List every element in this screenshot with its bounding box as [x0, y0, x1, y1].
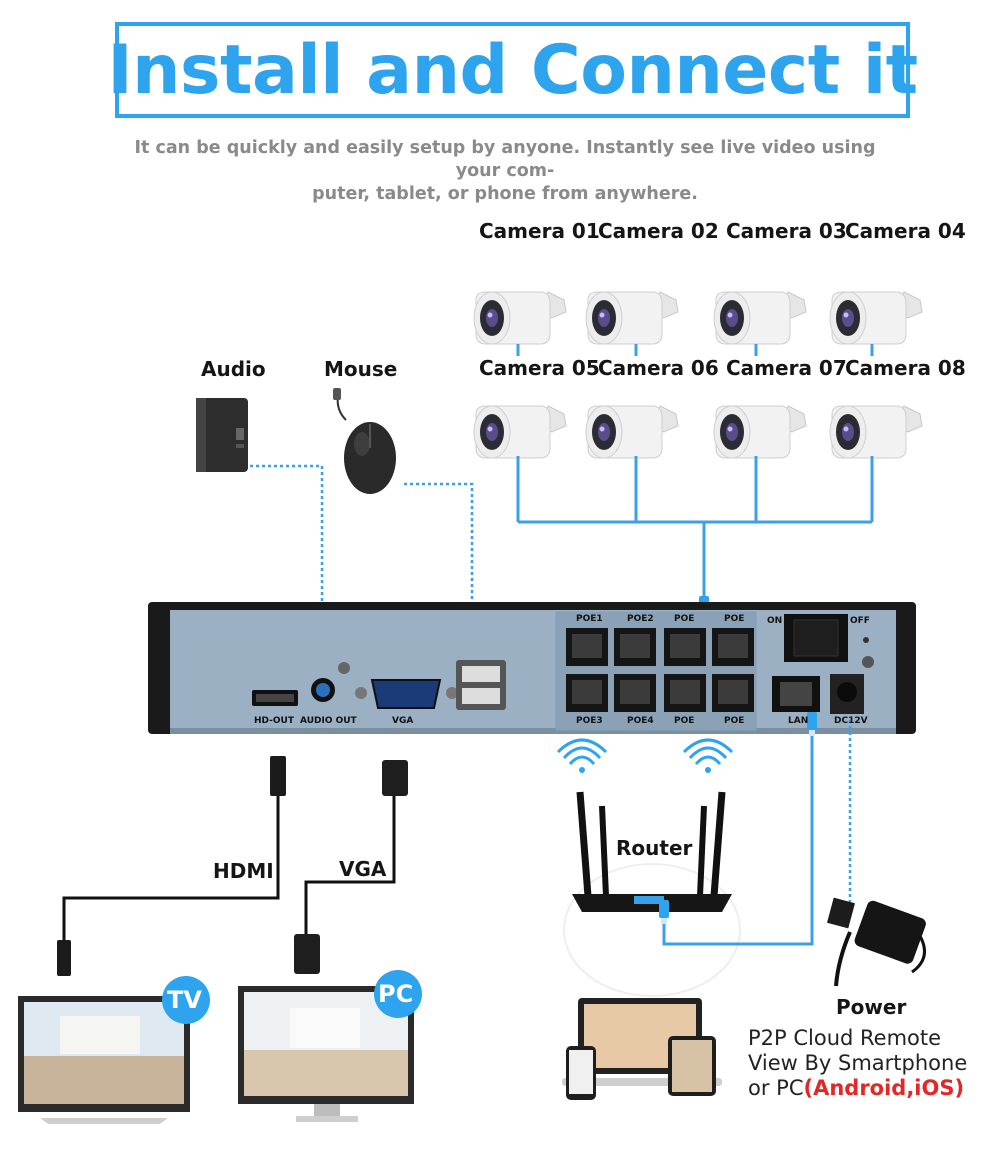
poe3-label: POE3: [576, 716, 603, 726]
poe2-label: POE2: [627, 614, 654, 624]
camera-06-icon: [585, 405, 679, 459]
poe4-label: POE4: [627, 716, 654, 726]
router-label: Router: [616, 836, 693, 860]
vga-port: [370, 679, 442, 709]
lan-cable: [662, 736, 814, 946]
poe-bottom-label-1: POE: [674, 716, 695, 726]
on-label: ON: [767, 616, 783, 626]
camera-03-icon: [713, 291, 807, 345]
dc12v-label: DC12V: [834, 716, 868, 726]
camera-07-label: Camera 07: [726, 356, 847, 380]
poe-port-socket: [718, 634, 748, 658]
remote-line-1: P2P Cloud Remote: [748, 1026, 942, 1050]
remote-view-text: P2P Cloud Remote View By Smartphone or P…: [748, 1026, 967, 1101]
vga-label: VGA: [339, 857, 387, 881]
subtitle-line-2: puter, tablet, or phone from anywhere.: [312, 184, 698, 204]
mouse-icon: [333, 388, 396, 494]
lan-label: LAN: [788, 716, 809, 726]
camera-05-label: Camera 05: [479, 356, 600, 380]
poe-port-socket: [718, 680, 748, 704]
mouse-label: Mouse: [324, 357, 398, 381]
tv-icon: [18, 976, 210, 1124]
hdmi-plug-icon: [270, 756, 286, 796]
camera-04-label: Camera 04: [845, 219, 966, 243]
tv-badge: TV: [167, 986, 202, 1014]
poe-port-socket: [620, 680, 650, 704]
camera-02-label: Camera 02: [598, 219, 719, 243]
camera-06-label: Camera 06: [598, 356, 719, 380]
poe-port-grid: [566, 628, 754, 712]
camera-03-label: Camera 03: [726, 219, 847, 243]
pc-badge: PC: [378, 980, 414, 1008]
nvr-recorder: [148, 602, 916, 734]
poe-port-socket: [620, 634, 650, 658]
hd-out-port-label: HD-OUT: [254, 716, 295, 726]
poe-port-socket: [670, 634, 700, 658]
power-label: Power: [836, 995, 907, 1019]
camera-01-label: Camera 01: [479, 219, 600, 243]
poe-port-socket: [572, 634, 602, 658]
audio-label: Audio: [201, 357, 266, 381]
remote-line-3: or PC(Android,iOS): [748, 1076, 967, 1101]
remote-line-3-prefix: or PC: [748, 1076, 804, 1100]
power-adapter-icon: [827, 897, 926, 987]
remote-line-2: View By Smartphone: [748, 1051, 968, 1075]
hdmi-cable: [62, 796, 280, 942]
router-icon: [556, 738, 741, 997]
title-box: Install and Connect it: [107, 22, 918, 118]
camera-02-icon: [585, 291, 679, 345]
vga-plug-icon: [382, 760, 408, 796]
vga-cable: [304, 796, 396, 936]
hdmi-label: HDMI: [213, 859, 274, 883]
audio-out-port-label: AUDIO OUT: [300, 716, 357, 726]
poe-port-socket: [572, 680, 602, 704]
devices-icon: [562, 998, 722, 1100]
camera-04-icon: [829, 291, 923, 345]
page-title: Install and Connect it: [107, 30, 918, 110]
off-label: OFF: [850, 616, 870, 626]
speaker-icon: [196, 398, 248, 472]
poe1-label: POE1: [576, 614, 603, 624]
pc-monitor-icon: [238, 970, 422, 1122]
vga-port-label: VGA: [392, 716, 414, 726]
camera-07-icon: [713, 405, 807, 459]
camera-bus-wire: [516, 456, 874, 598]
camera-01-icon: [473, 291, 567, 345]
wifi-icon: [556, 738, 734, 766]
camera-08-icon: [829, 405, 923, 459]
remote-platforms-highlight: (Android,iOS): [803, 1076, 965, 1100]
camera-05-icon: [473, 405, 567, 459]
subtitle: It can be quickly and easily setup by an…: [110, 137, 900, 206]
poe-bottom-label-2: POE: [724, 716, 745, 726]
poe-top-label-1: POE: [674, 614, 695, 624]
camera-08-label: Camera 08: [845, 356, 966, 380]
subtitle-line-1: It can be quickly and easily setup by an…: [134, 138, 876, 181]
poe-top-label-2: POE: [724, 614, 745, 624]
poe-port-socket: [670, 680, 700, 704]
